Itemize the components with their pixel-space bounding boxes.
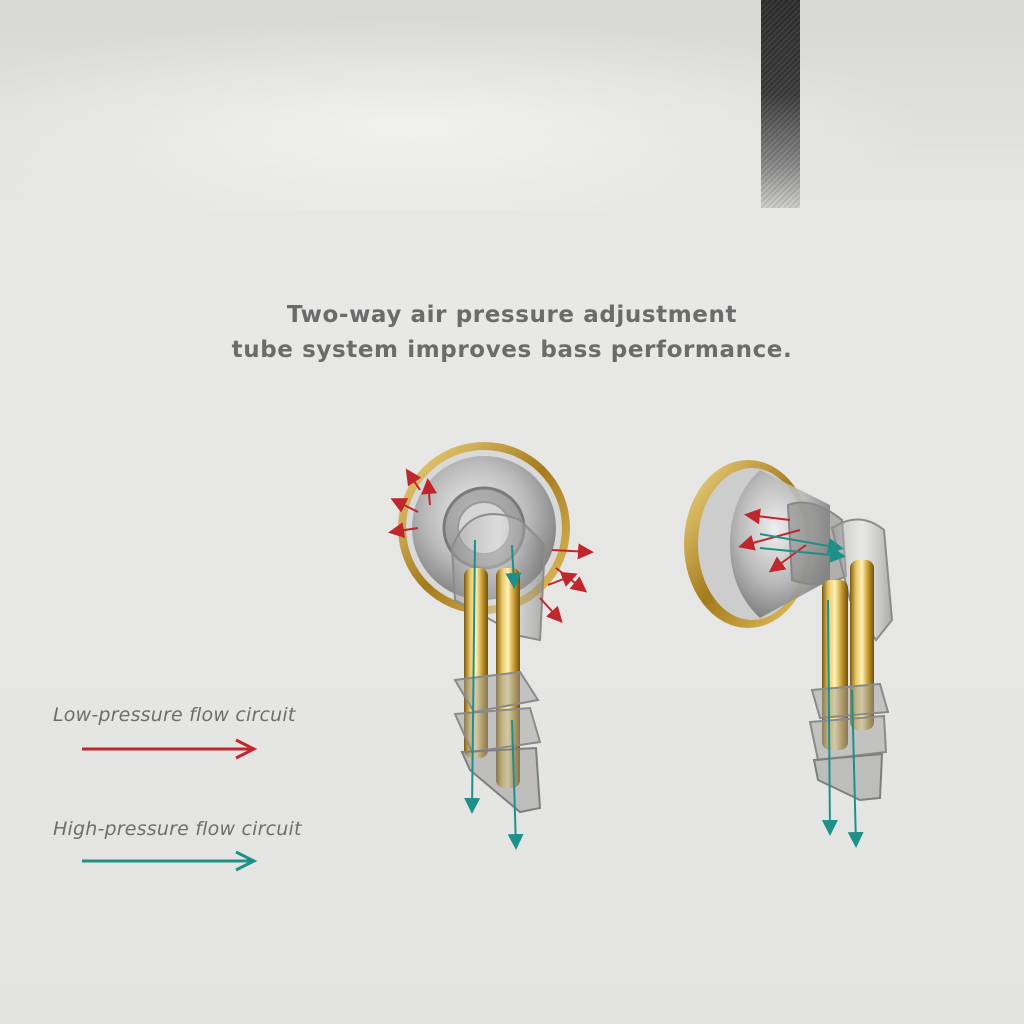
legend-high-pressure-arrow-icon bbox=[82, 850, 258, 872]
legend-low-pressure-label: Low-pressure flow circuit bbox=[53, 704, 296, 726]
braided-cable bbox=[761, 0, 800, 208]
earphone-side-view-icon bbox=[684, 460, 894, 848]
earphone-front-view-icon bbox=[388, 442, 594, 850]
feature-headline: Two-way air pressure adjustment tube sys… bbox=[0, 298, 1024, 368]
headline-line-2: tube system improves bass performance. bbox=[231, 337, 793, 363]
legend-high-pressure-label: High-pressure flow circuit bbox=[53, 818, 302, 840]
headline-line-1: Two-way air pressure adjustment bbox=[286, 302, 738, 328]
background-highlight bbox=[0, 0, 1024, 210]
legend-low-pressure-arrow-icon bbox=[82, 738, 258, 760]
